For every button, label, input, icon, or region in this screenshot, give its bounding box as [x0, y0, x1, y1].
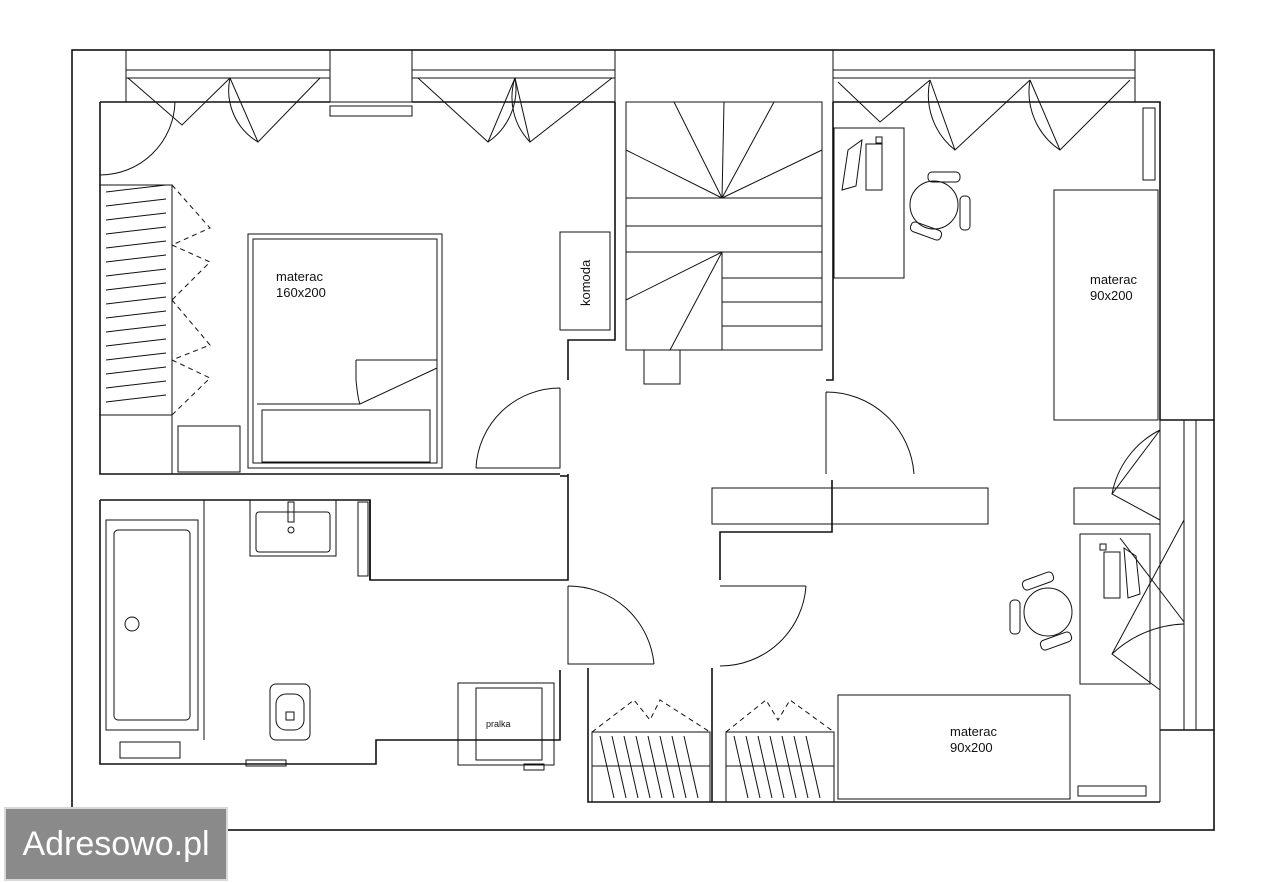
hallway-walls	[369, 474, 1161, 581]
right-desk	[833, 127, 905, 279]
left-wardrobe	[99, 184, 211, 475]
right-bed-label: materac	[1090, 272, 1137, 287]
washer-label: pralka	[486, 719, 511, 729]
bottom-left-wardrobe	[591, 699, 711, 803]
watermark-text: Adresowo.pl	[22, 824, 210, 863]
bathroom-radiator	[357, 501, 369, 577]
staircase	[625, 101, 823, 385]
outer-boundary	[71, 49, 1215, 831]
bottom-radiator	[1077, 785, 1147, 797]
bottom-bed-label: materac	[950, 724, 997, 739]
right-desk-chair	[909, 171, 971, 241]
master-nightstand	[177, 425, 241, 473]
master-bedroom-walls	[99, 101, 616, 475]
dresser-label: komoda	[578, 259, 593, 306]
bottom-bed-size: 90x200	[950, 740, 993, 755]
master-bed-label: materac	[276, 269, 323, 284]
bottom-single-bed: materac 90x200	[837, 694, 1071, 800]
bottom-room-door	[719, 585, 807, 667]
right-balcony-door	[1111, 429, 1185, 691]
bottom-desk-chair	[1009, 571, 1073, 651]
right-bedroom-walls	[826, 101, 1214, 802]
right-bedroom-door	[825, 391, 915, 475]
bottom-room-walls	[587, 668, 1160, 803]
radiator-right-top	[1142, 107, 1156, 181]
toilet	[269, 683, 311, 741]
top-middle-window	[411, 49, 616, 143]
bottom-right-wardrobe	[725, 699, 835, 803]
bathtub-step	[119, 741, 181, 759]
top-left-window	[125, 49, 331, 143]
double-bed: materac 160x200	[247, 233, 443, 469]
master-bed-size: 160x200	[276, 285, 326, 300]
top-right-window	[832, 49, 1136, 151]
washbasin	[249, 499, 337, 557]
bathtub	[105, 519, 199, 731]
watermark-badge: Adresowo.pl	[4, 807, 228, 881]
right-bed-size: 90x200	[1090, 288, 1133, 303]
laundry-closet: pralka	[457, 682, 555, 771]
master-bedroom-door	[475, 387, 561, 469]
right-single-bed: materac 90x200	[1053, 189, 1159, 421]
dresser: komoda	[559, 231, 611, 331]
bathroom-walls	[99, 499, 561, 765]
radiator-top	[329, 105, 413, 117]
chimney	[329, 49, 413, 103]
bathroom-door	[567, 585, 655, 665]
bathroom-floor-item	[245, 759, 287, 767]
bottom-desk	[1079, 533, 1151, 685]
master-bedroom-door-top	[99, 101, 176, 176]
